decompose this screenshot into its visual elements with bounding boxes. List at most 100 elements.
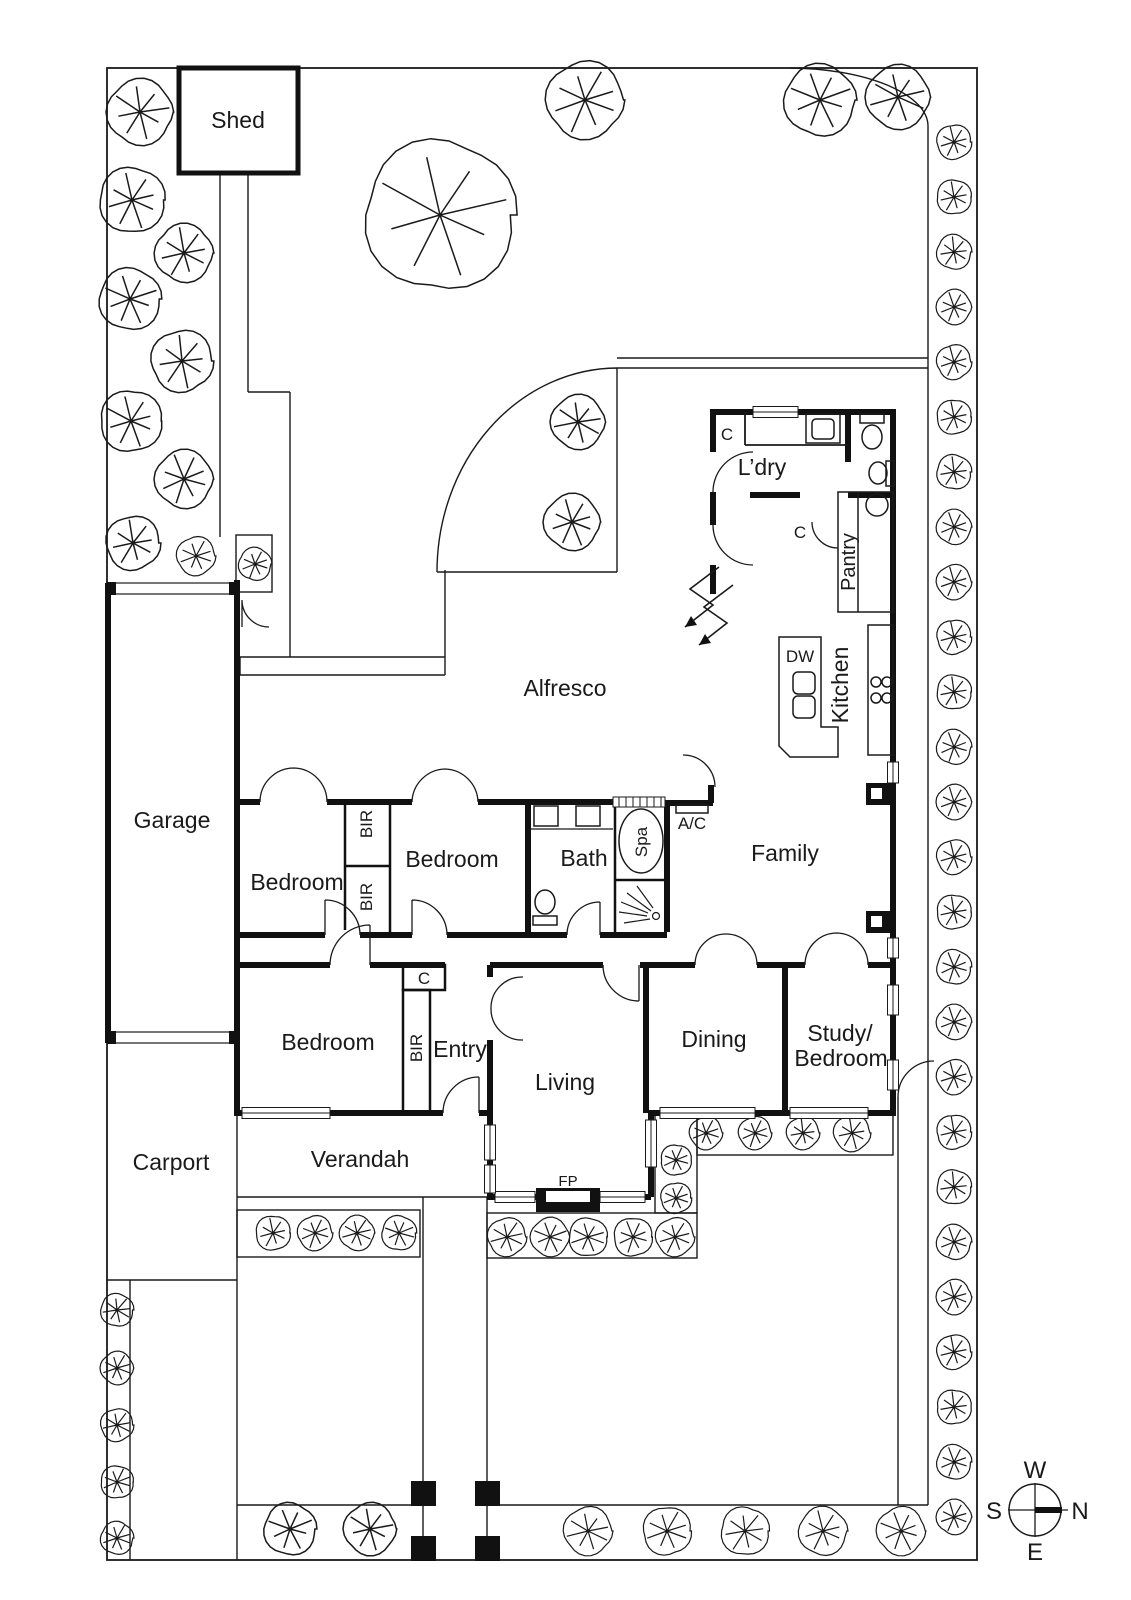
tree-symbol (153, 222, 215, 284)
window (484, 1124, 496, 1161)
tree-symbol (935, 783, 973, 821)
room-label-shed: Shed (211, 107, 265, 133)
compass-label-south: S (986, 1498, 1002, 1525)
label-bir-2: BIR (357, 883, 376, 911)
washing-machine (805, 413, 841, 444)
tree-symbol (935, 1278, 973, 1316)
tree-symbol (875, 1505, 927, 1557)
tree-symbol (263, 1501, 318, 1556)
tree-symbol (936, 1389, 972, 1425)
tree-symbol (737, 1115, 773, 1151)
garden-bed-verandah (236, 1209, 421, 1258)
room-label-bath: Bath (560, 845, 607, 871)
doors-layer (241, 451, 935, 1114)
tree-symbol (100, 390, 163, 453)
tree-symbol (562, 1505, 614, 1557)
tree-symbol (342, 1501, 398, 1557)
shed-path (219, 173, 291, 657)
label-bir-3: BIR (407, 1034, 426, 1062)
window (887, 984, 899, 1016)
tree-symbol (660, 1182, 693, 1215)
tree-symbol (660, 1144, 692, 1176)
room-label-laundry: L’dry (738, 454, 787, 480)
kitchen-bench (867, 624, 894, 756)
zigzag-symbol (684, 566, 734, 646)
door-living (602, 964, 640, 1002)
window (659, 1107, 756, 1119)
tree-symbol (642, 1507, 693, 1556)
tree-symbol (720, 1506, 771, 1555)
room-label-bedroom-top-left: Bedroom (250, 869, 343, 895)
bath-basin-2 (575, 805, 601, 827)
label-dishwasher: DW (786, 647, 814, 666)
room-label-garage: Garage (134, 807, 211, 833)
tree-symbol (936, 179, 972, 215)
tree-symbol (936, 894, 972, 930)
tree-symbol (99, 1520, 135, 1556)
door-bedroom1-hall (324, 899, 361, 936)
room-label-living: Living (535, 1069, 595, 1095)
door-dining (694, 933, 758, 966)
basin (865, 493, 889, 517)
tree-symbol (175, 535, 217, 577)
shower (618, 885, 661, 924)
tree-symbol (935, 1334, 973, 1371)
tree-symbol (935, 288, 973, 326)
tree-symbol (935, 233, 973, 270)
tree-symbol (935, 563, 973, 601)
tree-symbol (935, 1223, 973, 1261)
tree-symbol (785, 1115, 821, 1151)
alfresco-step-edge (239, 570, 446, 676)
door-family (682, 754, 716, 788)
spa-tub (618, 808, 664, 874)
laundry-bench (744, 412, 848, 446)
room-label-verandah: Verandah (311, 1146, 409, 1172)
label-closet-laundry: C (721, 425, 733, 444)
door-bedroom1-top (259, 767, 328, 803)
tree-symbol (864, 63, 932, 131)
room-label-bedroom-top-mid: Bedroom (405, 846, 498, 872)
labels-layer: Shed Garage Carport Verandah Alfresco L’… (133, 107, 888, 1190)
room-label-carport: Carport (133, 1149, 210, 1175)
tree-symbol (549, 393, 607, 451)
door-entry-living (490, 976, 524, 1041)
compass-label-west: W (1024, 1457, 1047, 1484)
door-bedroom3 (329, 924, 371, 966)
tree-symbol (936, 1114, 973, 1151)
door-front (442, 1076, 480, 1114)
tree-symbol (542, 492, 602, 552)
door-study (804, 932, 869, 966)
tree-symbol (105, 77, 175, 147)
room-label-study-line2: Bedroom (794, 1045, 887, 1071)
room-label-bedroom-lower: Bedroom (281, 1029, 374, 1055)
windows-layer (241, 406, 899, 1203)
window (887, 1059, 899, 1091)
gate-post (475, 1481, 500, 1506)
tree-symbol (935, 1058, 973, 1096)
door-bedroom2-hall (411, 899, 448, 936)
corner-curve (789, 67, 929, 1505)
tree-symbol (935, 1498, 973, 1536)
tree-symbol (296, 1214, 334, 1252)
trees-layer (98, 59, 973, 1557)
tree-symbol (486, 1216, 528, 1258)
tree-symbol (381, 1214, 418, 1251)
door-bath (566, 901, 601, 936)
tree-symbol (935, 1443, 973, 1480)
garage-door-bottom (107, 1031, 238, 1044)
door-side-gate (897, 1060, 935, 1098)
room-label-kitchen: Kitchen (827, 647, 853, 724)
tree-symbol (782, 62, 858, 137)
backyard-edge (617, 357, 928, 369)
tree-symbol (100, 1292, 135, 1327)
window (789, 1107, 869, 1119)
window (599, 1191, 646, 1203)
ac-unit (675, 804, 709, 814)
tree-symbol (150, 329, 215, 394)
tree-symbol (105, 515, 162, 572)
tree-symbol (936, 1168, 973, 1205)
spa-window (612, 796, 666, 808)
walls-layer (105, 65, 896, 1200)
garage-door-top (107, 582, 238, 595)
